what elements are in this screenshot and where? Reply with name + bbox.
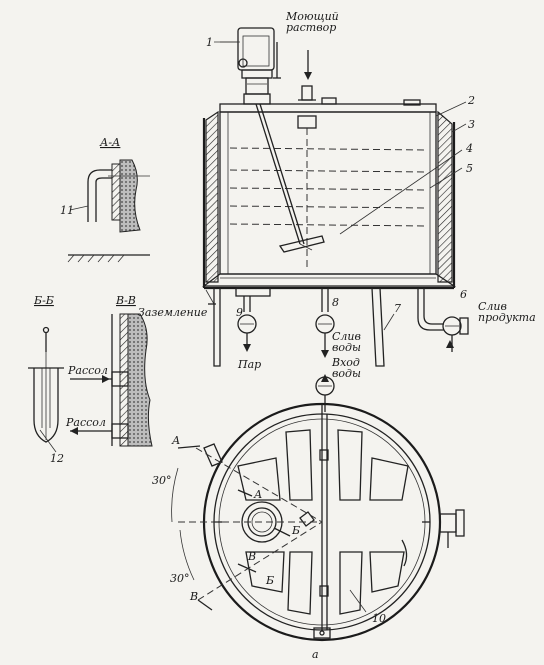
part-number-10: 10 [372,612,386,625]
motor [237,27,281,105]
part-number-12: 12 [50,452,64,465]
brine-label-1: Рассол [67,364,108,377]
angle-label-2: 30° [170,572,190,585]
section-title-v-v: В-В [115,294,136,307]
angle-label-1: 30° [152,474,172,487]
view-caption: а [312,648,319,661]
tank-plan-view [171,402,465,642]
section-mark-v-2: В [189,590,198,603]
section-title-b-b: Б-Б [33,294,54,307]
steam-label: Пар [237,358,261,371]
tank-front-view [202,27,469,412]
section-mark-b-1: Б [291,524,300,537]
part-number-4: 4 [465,142,473,155]
section-a-a [67,159,150,263]
leader-lines-top [214,41,467,331]
part-number-8: 8 [332,296,339,309]
grounding-label: Заземление [138,306,208,319]
part-number-5: 5 [466,162,473,175]
section-v-v [70,313,153,447]
section-mark-b-2: Б [265,574,274,587]
part-number-3: 3 [468,118,475,131]
section-title-a-a: А-А [99,136,120,149]
part-number-1: 1 [206,36,213,49]
section-mark-v-1: В [247,550,256,563]
brine-label-2: Рассол [65,416,106,429]
part-number-2: 2 [467,94,475,107]
part-number-6: 6 [460,288,467,301]
section-mark-a-2: А [253,488,262,501]
part-number-7: 7 [394,302,401,315]
section-mark-a-1: А [171,434,180,447]
part-number-11: 11 [60,204,74,217]
section-b-b [28,326,64,453]
leader-10 [349,589,367,613]
part-number-9: 9 [236,306,243,319]
